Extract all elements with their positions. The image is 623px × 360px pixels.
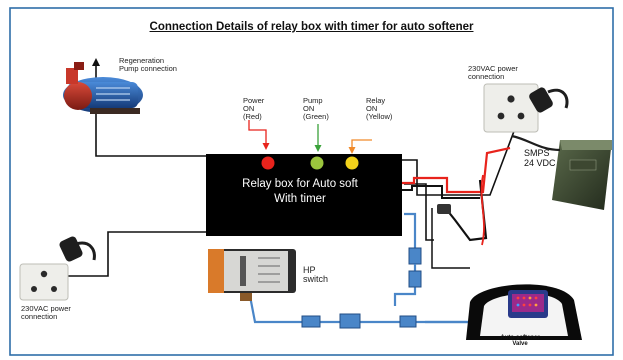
hp-switch-icon — [208, 249, 296, 301]
valve-icon — [466, 284, 582, 340]
pump-indicator-light — [310, 156, 324, 170]
arrow-to-bottom-power — [60, 231, 210, 280]
dc-plug — [437, 204, 451, 214]
smps-label: SMPS 24 VDC — [524, 148, 556, 169]
dc-cable-red — [480, 174, 485, 246]
relay-indicator-light — [345, 156, 359, 170]
arrow-power-indicator — [248, 120, 270, 150]
diagram-title: Connection Details of relay box with tim… — [149, 21, 474, 33]
wire-to-top-power — [392, 109, 523, 196]
power-bottom-label: 230VAC power connection — [21, 304, 71, 321]
smps-adapter-icon — [511, 134, 612, 210]
wire-to-valve-2 — [431, 208, 470, 269]
power-indicator-light — [261, 156, 275, 170]
pump-indicator-label: Pump ON (Green) — [303, 96, 329, 121]
hose-fitting-4 — [339, 313, 361, 329]
hp-switch-label: HP switch — [303, 265, 329, 285]
relay-box-label: Relay box for Auto soft With timer — [242, 178, 358, 205]
pump-icon — [63, 62, 143, 114]
power-plug-bottom-icon — [59, 236, 96, 262]
hose-bottom — [248, 295, 480, 324]
wire-to-valve — [404, 183, 434, 241]
hose-relay-down — [404, 212, 417, 248]
power-socket-bottom-icon — [19, 263, 69, 301]
valve-label: Auto-softener Valve — [500, 335, 540, 347]
outer-border — [9, 7, 614, 356]
smps-cable-black — [394, 185, 480, 199]
relay-box — [206, 154, 402, 236]
power-plug-top-icon — [529, 87, 569, 113]
hose-fitting-2 — [408, 270, 422, 288]
hose-fitting-3 — [301, 315, 321, 328]
regeneration-pump-label: Regeneration Pump connection — [119, 56, 177, 73]
dc-cable — [446, 179, 488, 242]
arrow-relay-indicator — [348, 139, 372, 154]
relay-indicator-label: Relay ON (Yellow) — [366, 96, 393, 121]
power-top-label: 230VAC power connection — [468, 64, 518, 81]
power-socket-top-icon — [483, 83, 539, 133]
hose-fitting-5 — [399, 315, 417, 328]
smps-cable-red — [392, 146, 511, 194]
hose-fitting-1 — [408, 247, 422, 265]
power-indicator-label: Power ON (Red) — [243, 96, 265, 121]
